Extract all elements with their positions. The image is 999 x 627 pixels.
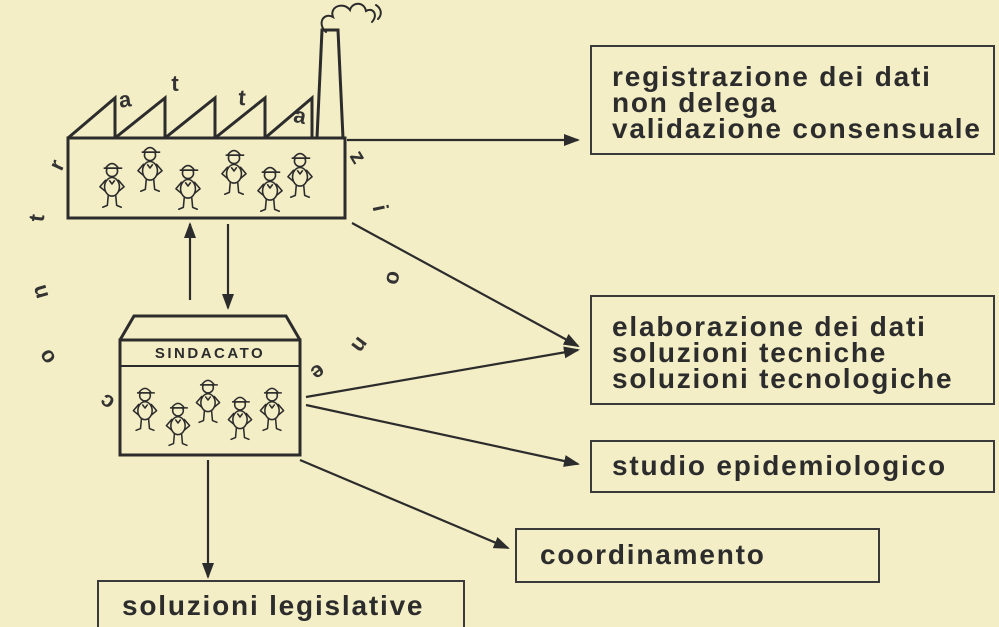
box-studio-epidemiologico: studio epidemiologico <box>590 440 995 493</box>
arc-letter: t <box>171 71 179 96</box>
arrow-union-to-coordinamento <box>299 458 510 550</box>
union-building-icon <box>118 314 302 457</box>
arrow-factory-to-elaborazione <box>351 222 580 347</box>
factory-icon <box>66 2 382 220</box>
box-line: coordinamento <box>540 539 766 570</box>
box-coordinamento: coordinamento <box>515 528 880 583</box>
union-sign-label: SINDACATO <box>154 345 266 362</box>
chimney <box>315 28 345 139</box>
arc-letter: t <box>237 84 247 111</box>
chimney-smoke-icon <box>320 2 382 33</box>
box-line: registrazione dei dati <box>612 61 932 92</box>
box-line: studio epidemiologico <box>612 450 947 481</box>
box-registrazione: registrazione dei dati non delega valida… <box>590 45 995 155</box>
box-line: soluzioni tecniche <box>612 337 888 368</box>
union-roof <box>118 314 302 341</box>
arrow-union-to-elaborazione <box>305 346 580 399</box>
box-line: soluzioni tecnologiche <box>612 363 954 394</box>
box-soluzioni-legislative: soluzioni legislative <box>97 580 465 627</box>
box-line: non delega <box>612 87 778 118</box>
arrow-union-to-studio <box>305 403 580 467</box>
box-line: soluzioni legislative <box>122 590 425 621</box>
factory-roof <box>67 94 314 142</box>
box-elaborazione: elaborazione dei dati soluzioni tecniche… <box>590 295 995 405</box>
box-line: elaborazione dei dati <box>612 311 927 342</box>
box-line: validazione consensuale <box>612 113 982 144</box>
